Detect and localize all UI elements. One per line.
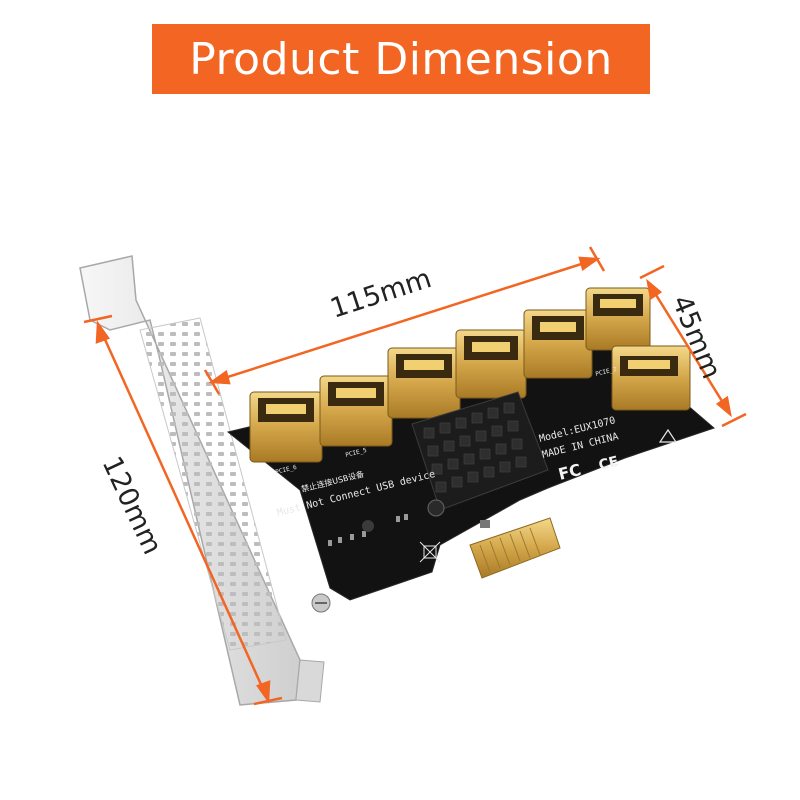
height-label: 120mm: [96, 452, 168, 559]
heatsink: [411, 391, 549, 517]
esd-warning-icon: [658, 428, 678, 443]
usb-port-5: [523, 309, 593, 379]
recycle-bin-icon: [419, 541, 441, 563]
usb-port-2: [319, 375, 393, 447]
usb-port-6: [585, 287, 651, 351]
height-dimension: [83, 314, 283, 706]
page-title: Product Dimension: [189, 33, 613, 85]
usb-port-4: [455, 329, 527, 399]
fcc-logo: FC: [556, 460, 583, 484]
page-title-banner: Product Dimension: [152, 24, 650, 94]
usb-port-7: [611, 345, 691, 411]
heatsink-pin-icon: [427, 499, 445, 517]
usb-port-3: [387, 347, 461, 419]
width-dimension: [639, 264, 747, 428]
length-dimension: [203, 246, 606, 395]
pcie-bracket: [79, 255, 331, 706]
smd-components: [328, 514, 490, 546]
ce-logo: CE: [597, 454, 620, 474]
usb-port-1: [249, 391, 323, 463]
